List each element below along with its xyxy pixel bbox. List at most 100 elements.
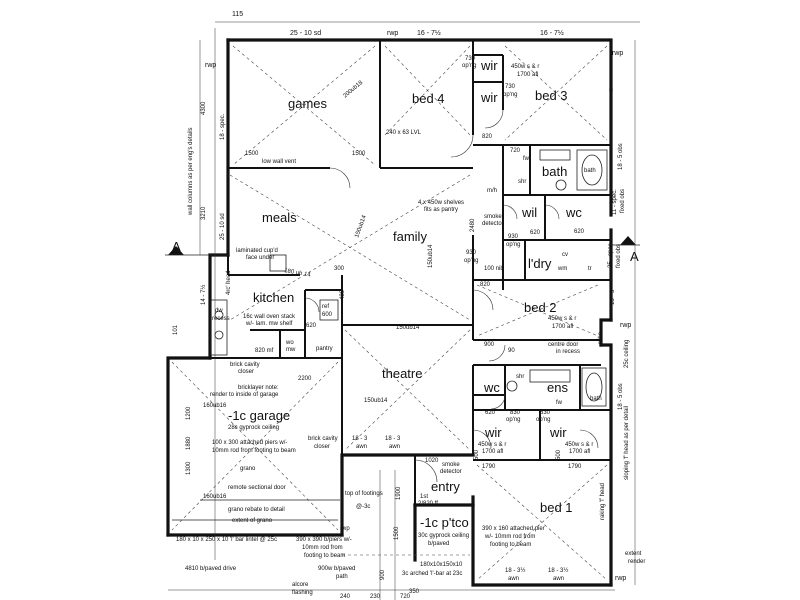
lvl-240: 240 x 63 LVL: [386, 130, 422, 136]
dim-720: 720: [510, 148, 521, 154]
afl-1700-c: 1700 afl: [482, 449, 503, 455]
room-wir-d: wir: [549, 425, 567, 440]
room-meals: meals: [262, 210, 297, 225]
dim-18-5obs: 18 - 5 obs: [618, 143, 624, 170]
dim-820a: 820: [482, 134, 493, 140]
grano-rebate: grano rebate to detail: [228, 507, 285, 513]
wsr-1700-b: 450w s & r: [548, 316, 576, 322]
closer: closer: [238, 369, 254, 375]
room-kitchen: kitchen: [253, 290, 294, 305]
flashing: flashing: [292, 590, 313, 596]
dim-100nib: 100 nib: [484, 266, 504, 272]
dim-1200: 1200: [186, 406, 192, 420]
dim-720b: 720: [400, 594, 411, 600]
fits-as-pantry: fits as pantry: [424, 207, 458, 213]
arched: 3c arched 'l'-bar at 23c: [402, 571, 462, 577]
room-bath: bath: [542, 164, 567, 179]
dim-2200: 2200: [298, 376, 312, 382]
dim-1880: 1880: [186, 436, 192, 450]
laminated-note: laminated cup'd: [236, 248, 278, 254]
dim-2820: 2/820 ff: [418, 501, 438, 507]
dim-620a: 620: [530, 230, 541, 236]
section-a-left: A: [172, 239, 181, 254]
room-bed3: bed 3: [535, 88, 568, 103]
room-wir-c: wir: [484, 425, 502, 440]
room-bed2: bed 2: [524, 300, 557, 315]
dim-4300: 4300: [201, 101, 207, 115]
dim-18-spec: 18 - spec.: [220, 113, 226, 140]
fixed-obs: fixed obs: [620, 189, 626, 213]
wm: wm: [557, 266, 567, 272]
tr: tr: [588, 266, 592, 272]
extent-grano: extent of grano: [232, 518, 273, 524]
smoke-det-b2: detector: [440, 469, 462, 475]
room-wc-top: wc: [565, 205, 582, 220]
smoke-det-b: smoke: [442, 462, 460, 468]
ceiling-lines: [171, 45, 608, 581]
footing-160: footing to beam: [490, 542, 531, 548]
sloping-head: sloping 'f' head as per detail: [624, 406, 630, 480]
bath-b: bath: [590, 396, 602, 402]
bath-lbl: bath: [584, 168, 596, 174]
room-garage: -1c garage: [228, 408, 290, 423]
dim-230: 230: [370, 594, 381, 600]
rwp-br: rwp: [615, 575, 626, 582]
rwp-mid: rwp: [620, 322, 631, 329]
op-730a: 730: [465, 56, 476, 62]
wo: wo: [285, 340, 294, 346]
dim-620b: 620: [574, 229, 585, 235]
awn-d: awn: [553, 576, 564, 582]
dim-900a: 900: [484, 342, 495, 348]
room-entry: entry: [431, 479, 460, 494]
dim-18-5obs-b: 18 - 5 obs: [618, 383, 624, 410]
rod-note: 10mm rod from footing to beam: [212, 448, 296, 454]
room-games: games: [288, 96, 328, 111]
rod-390: 10mm rod from: [302, 545, 343, 551]
dim-1790a: 1790: [482, 464, 496, 470]
robe: robe: [598, 331, 604, 344]
wall-cols-note: wall columns as per eng's details: [188, 127, 194, 216]
lintel-note: 180 x 10 x 250 x 10 'l' bar lintel @ 25c: [176, 537, 277, 543]
room-family: family: [393, 229, 427, 244]
low-wall-vent: low wall vent: [262, 159, 296, 165]
top-footings2: @-3c: [356, 504, 370, 510]
render: render: [628, 559, 645, 565]
bpaved-path: 900w b/paved: [318, 566, 355, 572]
room-bed1: bed 1: [540, 500, 573, 515]
dim-25-10sd-left: 25 - 10 sd: [220, 213, 226, 240]
dim-25-spec: 25 - spec.: [608, 241, 614, 268]
dim-18-3b: 18 - 3: [385, 436, 401, 442]
dim-820mf: 820 mf: [255, 348, 274, 354]
wall-oven2: w/- lam. mw shelf: [245, 321, 293, 327]
bricklayer-note: bricklayer note:: [238, 385, 279, 391]
extent: extent: [625, 551, 642, 557]
l-bar: 180x10x150x10: [420, 562, 463, 568]
pantry: pantry: [316, 346, 333, 352]
ref: ref: [322, 304, 329, 310]
room-porch: -1c p'tco: [420, 515, 469, 530]
room-labels: games bed 4 bed 3 wir wir bath wil wc me…: [228, 58, 582, 530]
wsr-1700-a: 450w s & r: [511, 64, 539, 70]
dim-18-5: 18 - 5: [610, 289, 616, 305]
dim-18-3half-b: 18 - 3½: [548, 567, 568, 574]
fw-a: fw: [523, 156, 530, 162]
fixed-obs-b: fixed obs: [616, 244, 622, 268]
grano: grano: [240, 466, 256, 472]
raking-head: raking 'f' head: [600, 483, 606, 520]
fw-b: fw: [556, 400, 563, 406]
dim-1020: 1020: [425, 458, 439, 464]
dim-16-7half-a: 16 - 7½: [417, 29, 441, 37]
dim-1st: 1st: [420, 494, 428, 500]
room-theatre: theatre: [382, 366, 422, 381]
bpaved-drive: 4810 b/paved drive: [185, 566, 237, 572]
dw-recess: dw: [215, 308, 223, 314]
dim-18-3a: 18 - 3: [352, 436, 368, 442]
dim-300: 300: [334, 266, 345, 272]
face-under: face under: [246, 255, 274, 261]
dim-101: 101: [173, 324, 179, 335]
dim-1900: 1900: [396, 486, 402, 500]
dim-14-7half: 14 - 7½: [200, 285, 207, 305]
dim-180ub14: 180 ub 14: [284, 268, 312, 279]
shr-b: shr: [516, 374, 524, 380]
